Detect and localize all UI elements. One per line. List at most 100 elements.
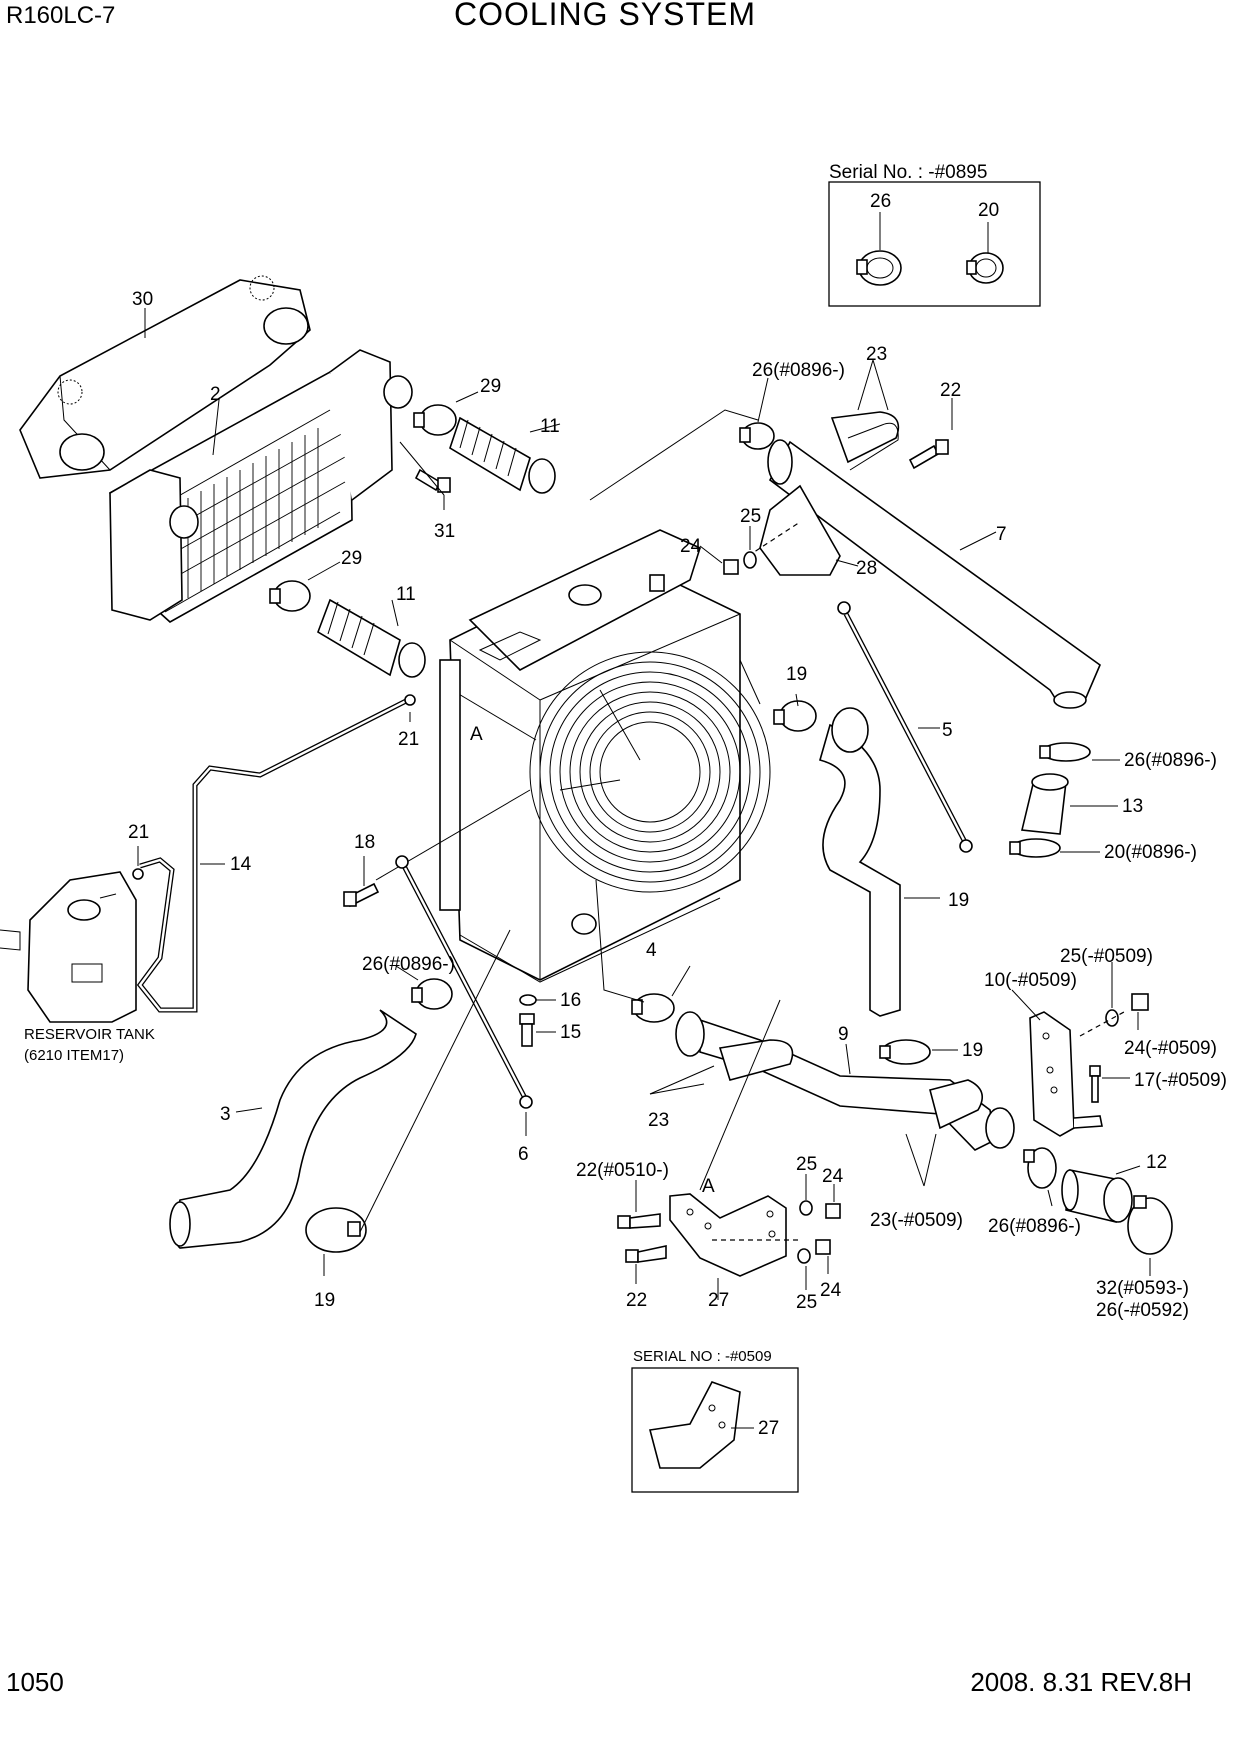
callout-label: 11 — [396, 584, 416, 605]
callout-label: 25 — [796, 1154, 817, 1175]
callout-label: 18 — [354, 832, 375, 853]
support-rod — [837, 601, 973, 853]
short-hose-part — [1061, 1169, 1133, 1223]
air-pipe — [767, 439, 1101, 709]
callout-label: 24 — [680, 536, 702, 557]
bolt-part — [1089, 1065, 1101, 1103]
hose-clamp-part — [773, 700, 817, 732]
callout-label: 14 — [230, 854, 252, 875]
callout-label: 24 — [820, 1280, 842, 1301]
intercooler-core — [109, 349, 413, 623]
callout-label: 10(-#0509) — [984, 970, 1077, 991]
inset-frame — [631, 1367, 799, 1493]
callout-label: 32(#0593-) — [1096, 1278, 1189, 1299]
u-hose-part — [830, 411, 900, 471]
nut-part — [825, 1203, 841, 1219]
mounting-bracket — [1029, 1011, 1103, 1137]
reservoir-label: RESERVOIR TANK — [24, 1026, 155, 1043]
clip-part — [404, 694, 416, 706]
callout-label: 26(#0896-) — [988, 1216, 1081, 1237]
callout-label: A — [702, 1176, 715, 1197]
hose-clamp-part — [1009, 838, 1061, 858]
callout-label: 20 — [978, 200, 999, 221]
nut-part — [1131, 993, 1149, 1011]
callout-label: 6 — [518, 1144, 529, 1165]
hose-clamp-part — [411, 978, 453, 1010]
callout-label: 24(-#0509) — [1124, 1038, 1217, 1059]
radiator-hose-upper — [819, 707, 901, 1017]
bolt-part — [414, 468, 451, 493]
callout-label: 29 — [480, 376, 501, 397]
callout-label: 17(-#0509) — [1134, 1070, 1227, 1091]
callout-label: 29 — [341, 548, 362, 569]
callout-label: 25(-#0509) — [1060, 946, 1153, 967]
inset-frame — [828, 181, 1041, 307]
overflow-hose — [136, 697, 410, 1013]
page-number: 1050 — [6, 1667, 64, 1697]
callout-label: 19 — [948, 890, 969, 911]
nut-part — [815, 1239, 831, 1255]
callout-label: 24 — [822, 1166, 844, 1187]
callout-label: 27 — [758, 1418, 779, 1439]
callout-label: 12 — [1146, 1152, 1167, 1173]
fan-guard — [529, 651, 771, 893]
revision-date: 2008. 8.31 REV.8H — [970, 1667, 1192, 1697]
callout-label: 26(-#0592) — [1096, 1300, 1189, 1321]
bolt-part — [908, 439, 949, 470]
callout-label: 26 — [870, 191, 891, 212]
callout-label: 11 — [540, 416, 560, 437]
hose-clamp-part — [1039, 742, 1091, 762]
bolt-part — [343, 882, 380, 908]
callout-label: 20(#0896-) — [1104, 842, 1197, 863]
serial-inset-top: Serial No. : -#0895 26 20 — [828, 162, 1041, 307]
callout-label: 25 — [796, 1292, 817, 1313]
callout-label: 15 — [560, 1022, 581, 1043]
model-number: R160LC-7 — [6, 2, 116, 29]
short-hose-part — [1021, 773, 1069, 835]
callout-label: 19 — [962, 1040, 983, 1061]
intercooler-hose — [317, 598, 426, 678]
callout-label: 22 — [940, 380, 961, 401]
coolant-pipe — [675, 1011, 1015, 1151]
nut-part — [723, 559, 739, 575]
reservoir-tank — [0, 871, 137, 1023]
hose-clamp-part — [305, 1207, 367, 1253]
radiator-shroud-cover — [19, 275, 311, 479]
callout-label: 25 — [740, 506, 761, 527]
callout-label: 23 — [866, 344, 887, 365]
hose-clamp-part — [739, 422, 775, 450]
bracket-part — [669, 1193, 787, 1277]
hose-clamp-part — [269, 580, 311, 612]
inset-serial-label: SERIAL NO : -#0509 — [633, 1348, 772, 1365]
callout-label: 2 — [210, 384, 221, 405]
clip-part — [132, 868, 144, 880]
hose-clamp-part — [966, 252, 1004, 284]
bolt-part — [617, 1213, 661, 1229]
callout-label: 30 — [132, 289, 153, 310]
callout-label: 19 — [786, 664, 807, 685]
bracket-part — [648, 1381, 741, 1469]
callout-label: 27 — [708, 1290, 729, 1311]
washer-part — [797, 1248, 811, 1264]
intercooler-hose — [449, 416, 556, 494]
reservoir-label: (6210 ITEM17) — [24, 1047, 124, 1064]
bracket-part — [759, 484, 841, 576]
callout-label: 13 — [1122, 796, 1143, 817]
serial-inset-bottom: SERIAL NO : -#0509 27 — [631, 1348, 799, 1493]
radiator-hose-lower — [169, 1009, 417, 1249]
callout-label: 22(#0510-) — [576, 1160, 669, 1181]
callout-label: 19 — [314, 1290, 335, 1311]
inset-serial-label: Serial No. : -#0895 — [829, 162, 987, 183]
hose-clamp-part — [856, 250, 902, 286]
hose-clamp-part — [631, 993, 675, 1023]
callout-label: 21 — [398, 729, 419, 750]
callout-label: 31 — [434, 521, 455, 542]
page-title: COOLING SYSTEM — [453, 0, 757, 32]
callout-label: 26(#0896-) — [752, 360, 845, 381]
hose-clamp-part — [1127, 1195, 1173, 1255]
callout-label: 26(#0896-) — [1124, 750, 1217, 771]
callout-label: 28 — [856, 558, 877, 579]
callout-label: 23(-#0509) — [870, 1210, 963, 1231]
washer-part — [519, 994, 537, 1006]
callout-label: 23 — [648, 1110, 669, 1131]
